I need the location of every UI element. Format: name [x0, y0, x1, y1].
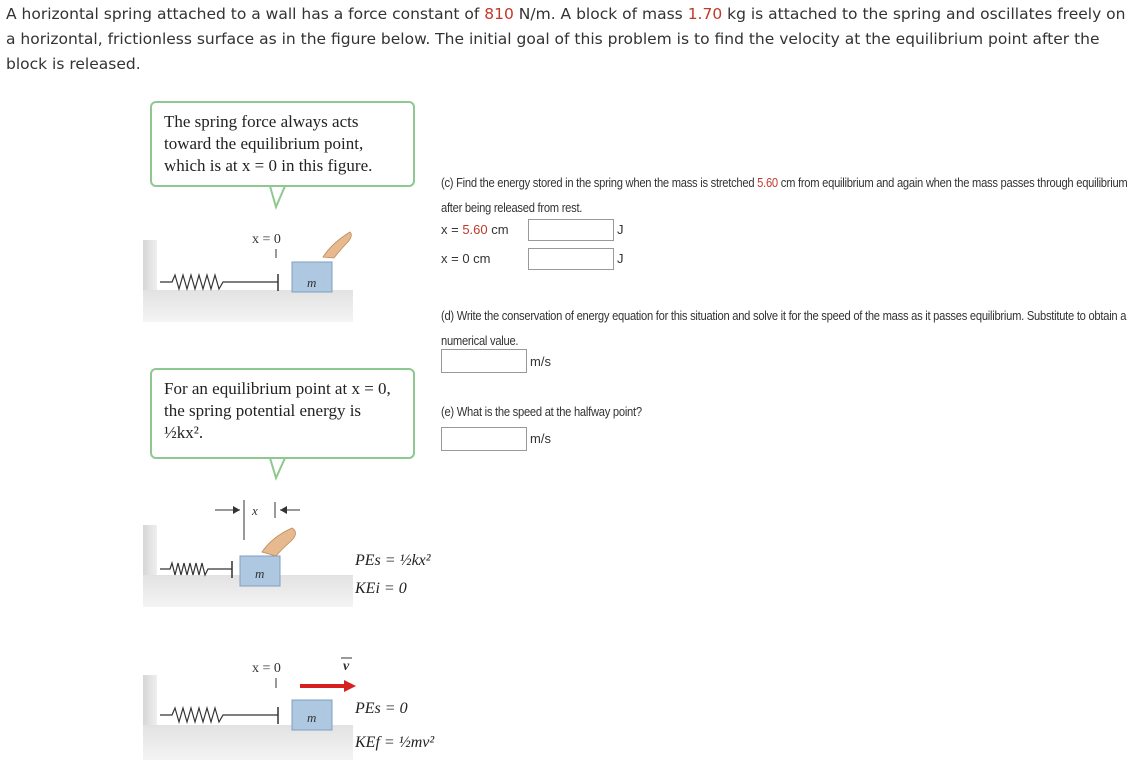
- part-c-unit-1: J: [617, 222, 624, 237]
- mass-block-stretched: [239, 555, 281, 587]
- velocity-label: v: [343, 659, 350, 674]
- spring-mass-figure: m x = 0 x m PEs = ½kx² KEi = 0 x = 0 v: [143, 185, 435, 760]
- x-displacement-label: x: [251, 503, 258, 518]
- svg-text:m: m: [307, 710, 316, 725]
- spring: [160, 272, 278, 292]
- problem-statement: A horizontal spring attached to a wall h…: [6, 2, 1126, 77]
- equation-ke-final: KEf = ½mv²: [354, 734, 435, 751]
- part-d-question: (d) Write the conservation of energy equ…: [441, 308, 1127, 348]
- part-e-unit: m/s: [530, 431, 551, 446]
- part-e-question: (e) What is the speed at the halfway poi…: [441, 404, 642, 419]
- svg-text:x = 0: x = 0: [252, 661, 281, 676]
- part-c-distance: 5.60: [757, 175, 778, 190]
- spring-stretched: [160, 560, 232, 577]
- part-e-speed-input[interactable]: [441, 427, 527, 451]
- floor: [143, 290, 353, 322]
- wall: [143, 240, 157, 295]
- intro-text-2: N/m. A block of mass: [513, 5, 688, 23]
- spring-constant-value: 810: [484, 5, 514, 23]
- scene-1: m x = 0: [143, 231, 353, 322]
- part-c-energy-stretched-input[interactable]: [528, 219, 614, 241]
- equation-pe-initial: PEs = ½kx²: [354, 552, 432, 569]
- callout2-pointer: [268, 457, 287, 481]
- part-c-unit-2: J: [617, 251, 624, 266]
- mass-value: 1.70: [687, 5, 723, 23]
- equation-pe-final: PEs = 0: [354, 700, 408, 717]
- scene-3: x = 0 v m PEs = 0 KEf = ½mv²: [143, 657, 435, 760]
- callout-potential-energy: For an equilibrium point at x = 0, the s…: [150, 368, 415, 459]
- part-c-question: (c) Find the energy stored in the spring…: [441, 175, 1128, 215]
- scene-2: x m PEs = ½kx² KEi = 0: [143, 500, 432, 607]
- intro-text-3: kg is attached to the spring and oscilla…: [6, 5, 1126, 73]
- part-d-speed-input[interactable]: [441, 349, 527, 373]
- hand-icon-2: [261, 527, 296, 557]
- svg-text:m: m: [255, 566, 264, 581]
- callout-spring-force: The spring force always acts toward the …: [150, 101, 415, 187]
- svg-text:m: m: [307, 275, 316, 290]
- intro-text-1: A horizontal spring attached to a wall h…: [6, 5, 485, 23]
- part-c-row1-label: x = 5.60 cm: [441, 222, 509, 237]
- mass-block: [291, 261, 333, 293]
- part-c-energy-equilibrium-input[interactable]: [528, 248, 614, 270]
- hand-icon: [322, 231, 352, 259]
- callout1-pointer: [268, 185, 287, 210]
- mass-block-moving: [291, 699, 333, 731]
- part-c-row2-label: x = 0 cm: [441, 251, 491, 266]
- equation-ke-initial: KEi = 0: [354, 580, 407, 597]
- spring-relaxed: [160, 705, 278, 725]
- part-d-unit: m/s: [530, 354, 551, 369]
- x0-label: x = 0: [252, 232, 281, 247]
